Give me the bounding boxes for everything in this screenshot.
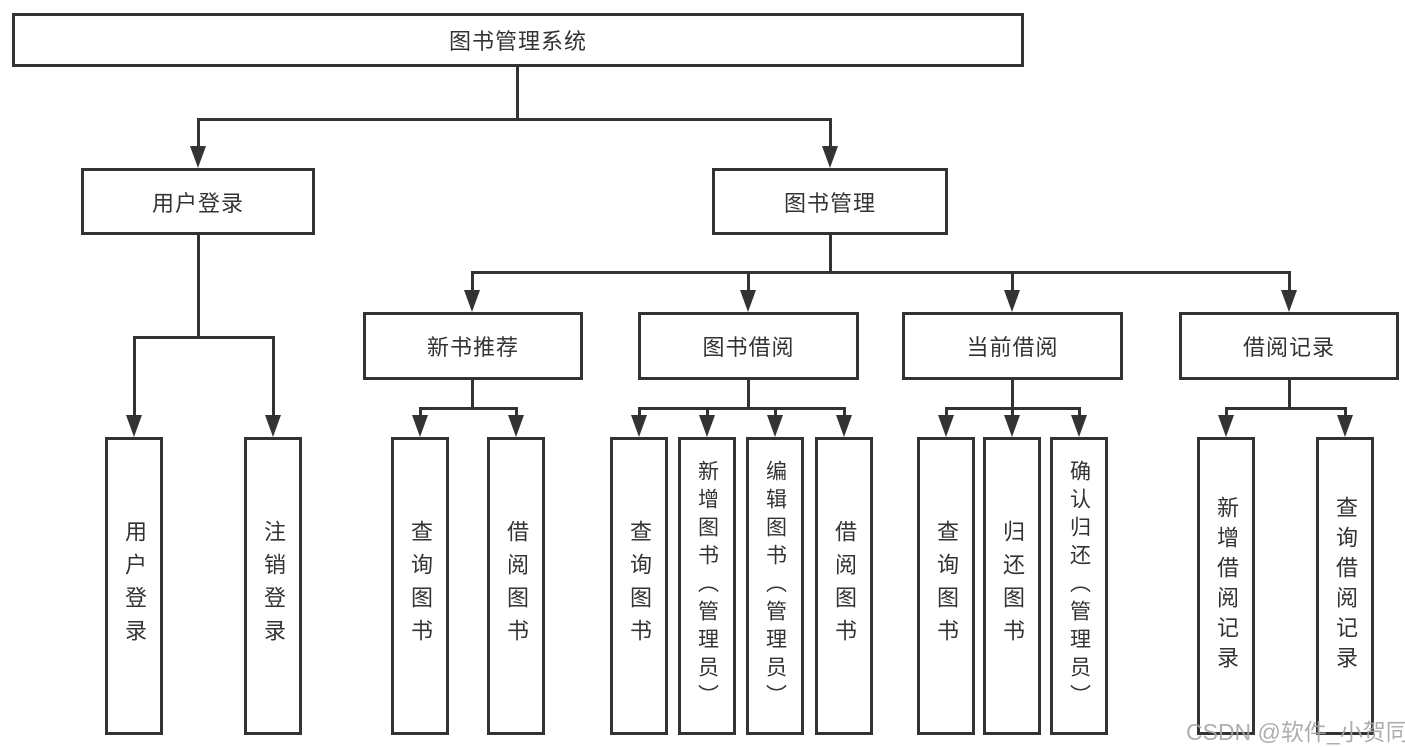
connector-newbooks-branch: [419, 407, 518, 410]
leaf-label: 查询图书: [627, 520, 652, 652]
node-new-book-recommend-label: 新书推荐: [426, 335, 519, 360]
leaf-logout: 注销登录: [244, 437, 302, 735]
leaf-label: 新增借阅记录: [1214, 496, 1239, 676]
leaf-bookborrow-edit-book-admin: 编辑图书（管理员）: [746, 437, 804, 735]
arrow-down-icon: [822, 146, 838, 168]
arrow-down-icon: [740, 290, 756, 312]
leaf-label: 查询借阅记录: [1333, 496, 1358, 676]
node-current-borrow-label: 当前借阅: [966, 335, 1059, 360]
arrow-down-icon: [412, 415, 428, 437]
leaf-records-add-record: 新增借阅记录: [1197, 437, 1255, 735]
arrow-down-icon: [767, 415, 783, 437]
leaf-label: 确认归还（管理员）: [1067, 460, 1091, 712]
node-book-management: 图书管理: [712, 168, 948, 235]
connector-shaft: [197, 118, 200, 148]
node-root-label: 图书管理系统: [448, 29, 587, 54]
node-book-borrow-label: 图书借阅: [702, 335, 795, 360]
connector-bookmgmt-trunk: [829, 235, 832, 273]
node-book-borrow: 图书借阅: [638, 312, 859, 380]
csdn-watermark: CSDN @软件_小贺同学: [1186, 719, 1405, 745]
leaf-label: 新增图书（管理员）: [695, 460, 719, 712]
node-user-login: 用户登录: [81, 168, 315, 235]
leaf-currentborrow-query-book: 查询图书: [917, 437, 975, 735]
connector-shaft: [471, 271, 474, 292]
arrow-down-icon: [631, 415, 647, 437]
connector-shaft: [706, 407, 709, 417]
connector-shaft: [774, 407, 777, 417]
node-borrow-records-label: 借阅记录: [1242, 335, 1335, 360]
arrow-down-icon: [1218, 415, 1234, 437]
leaf-label: 编辑图书（管理员）: [763, 460, 787, 712]
connector-shaft: [638, 407, 641, 417]
leaf-currentborrow-return-book: 归还图书: [983, 437, 1041, 735]
arrow-down-icon: [1281, 290, 1297, 312]
arrow-down-icon: [1071, 415, 1087, 437]
connector-shaft: [747, 271, 750, 292]
connector-shaft: [1078, 407, 1081, 417]
connector-shaft: [1344, 407, 1347, 417]
connector-shaft: [843, 407, 846, 417]
arrow-down-icon: [1004, 290, 1020, 312]
connector-shaft: [419, 407, 422, 417]
connector-bookborrow-branch: [638, 407, 846, 410]
node-book-management-label: 图书管理: [783, 190, 876, 216]
node-user-login-label: 用户登录: [151, 190, 244, 216]
leaf-label: 注销登录: [261, 520, 286, 652]
connector-userlogin-trunk: [197, 235, 200, 339]
leaf-currentborrow-confirm-return-admin: 确认归还（管理员）: [1050, 437, 1108, 735]
connector-shaft: [945, 407, 948, 417]
leaf-label: 归还图书: [1000, 520, 1025, 652]
leaf-label: 借阅图书: [504, 520, 529, 652]
leaf-label: 借阅图书: [832, 520, 857, 652]
arrow-down-icon: [508, 415, 524, 437]
node-borrow-records: 借阅记录: [1179, 312, 1399, 380]
arrow-down-icon: [1004, 415, 1020, 437]
arrow-down-icon: [464, 290, 480, 312]
node-new-book-recommend: 新书推荐: [363, 312, 583, 380]
connector-bookborrow-trunk: [747, 380, 750, 409]
connector-newbooks-trunk: [471, 380, 474, 409]
connector-shaft: [272, 336, 275, 417]
leaf-newbooks-borrow-book: 借阅图书: [487, 437, 545, 735]
connector-shaft: [1225, 407, 1228, 417]
leaf-label: 查询图书: [934, 520, 959, 652]
leaf-label: 查询图书: [408, 520, 433, 652]
connector-currentborrow-trunk: [1011, 380, 1014, 409]
node-root: 图书管理系统: [12, 13, 1024, 67]
arrow-down-icon: [265, 415, 281, 437]
leaf-bookborrow-borrow-book: 借阅图书: [815, 437, 873, 735]
connector-root-trunk: [516, 66, 519, 120]
connector-shaft: [1011, 407, 1014, 417]
leaf-newbooks-query-book: 查询图书: [391, 437, 449, 735]
leaf-records-query-record: 查询借阅记录: [1316, 437, 1374, 735]
connector-shaft: [1011, 271, 1014, 292]
leaf-bookborrow-add-book-admin: 新增图书（管理员）: [678, 437, 736, 735]
connector-shaft: [515, 407, 518, 417]
arrow-down-icon: [938, 415, 954, 437]
arrow-down-icon: [1337, 415, 1353, 437]
node-current-borrow: 当前借阅: [902, 312, 1123, 380]
connector-shaft: [829, 118, 832, 148]
connector-shaft: [1288, 271, 1291, 292]
leaf-label: 用户登录: [122, 520, 147, 652]
connector-bookmgmt-branch: [471, 271, 1291, 274]
arrow-down-icon: [126, 415, 142, 437]
connector-shaft: [133, 336, 136, 417]
connector-borrowrecords-trunk: [1288, 380, 1291, 409]
connector-borrowrecords-branch: [1225, 407, 1346, 410]
leaf-user-login: 用户登录: [105, 437, 163, 735]
connector-root-branch: [197, 118, 832, 121]
leaf-bookborrow-query-book: 查询图书: [610, 437, 668, 735]
arrow-down-icon: [699, 415, 715, 437]
connector-userlogin-branch: [133, 336, 275, 339]
arrow-down-icon: [836, 415, 852, 437]
arrow-down-icon: [190, 146, 206, 168]
